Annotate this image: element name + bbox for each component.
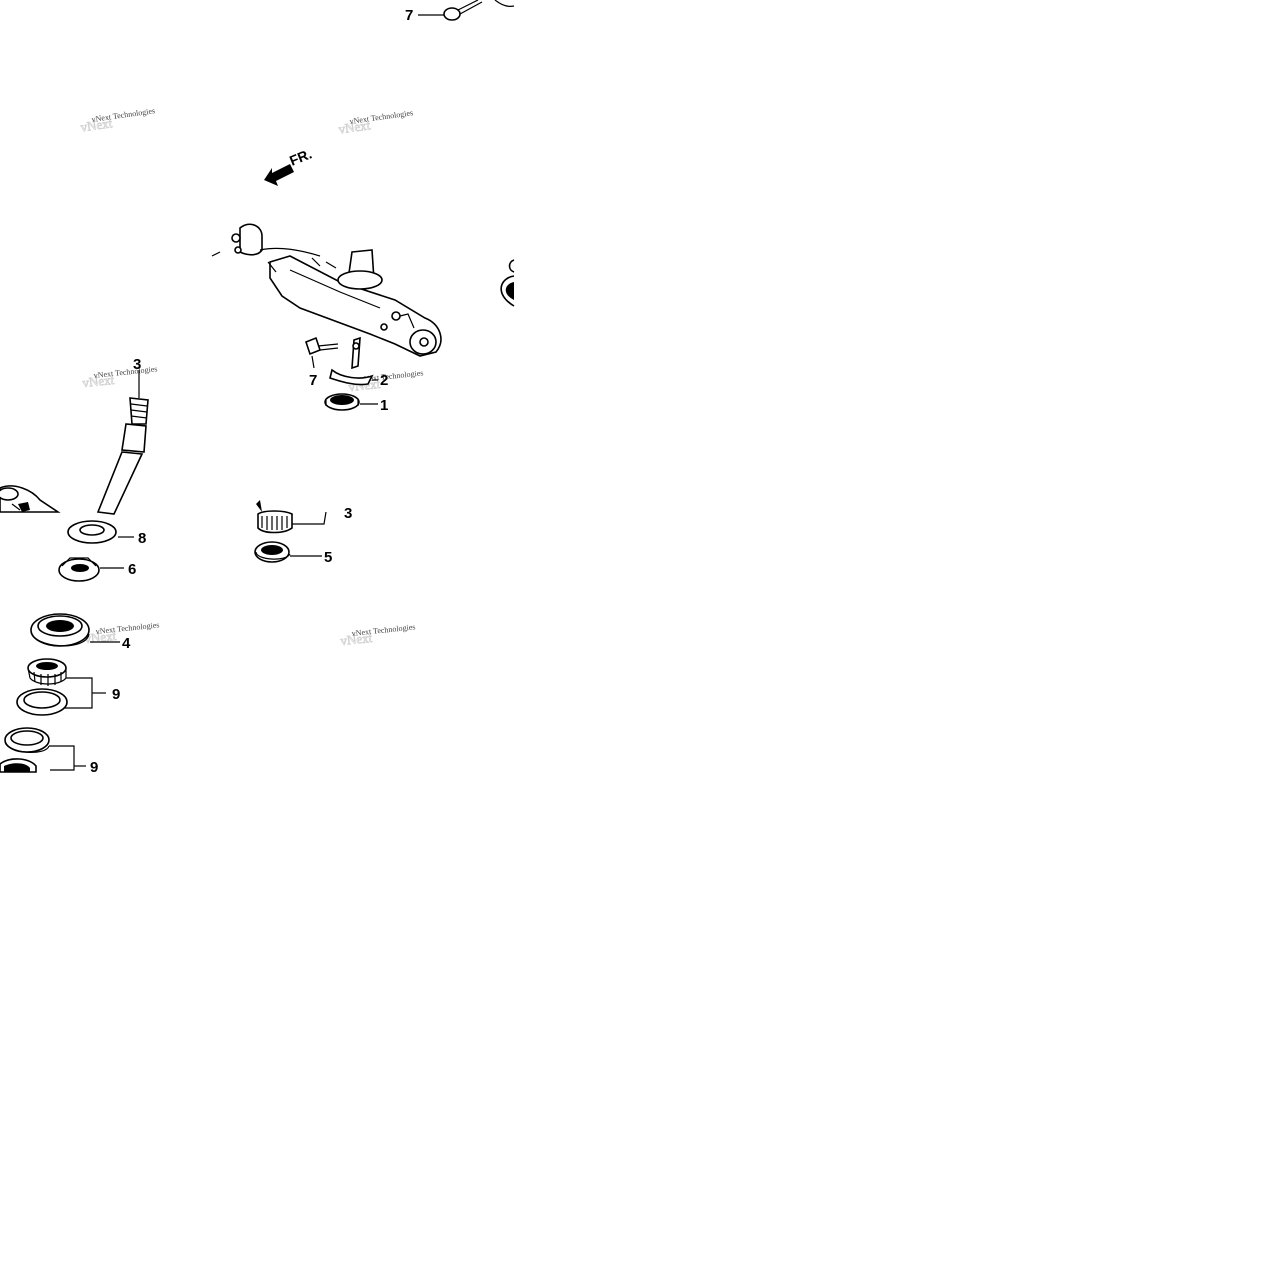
washer-part <box>67 520 134 544</box>
callout-7-middle: 7 <box>309 372 317 389</box>
callout-5: 5 <box>324 549 332 566</box>
bearing-set-lower <box>0 727 86 773</box>
svg-text:vNext Technologies: vNext Technologies <box>95 620 160 636</box>
bearing-race-middle <box>254 541 322 563</box>
front-direction-arrow <box>264 164 294 186</box>
callout-2: 2 <box>380 372 388 389</box>
svg-text:vNext: vNext <box>340 630 374 648</box>
partial-bearing-right <box>500 259 515 307</box>
callout-3: 3 <box>133 356 141 373</box>
callout-9-upper: 9 <box>112 686 120 703</box>
svg-text:vNext Technologies: vNext Technologies <box>91 106 156 124</box>
bearing-set-upper <box>16 658 106 716</box>
svg-text:vNext Technologies: vNext Technologies <box>349 108 414 126</box>
clip-part <box>329 336 378 386</box>
lower-bridge-fragment <box>0 485 61 513</box>
svg-text:vNext: vNext <box>338 117 372 136</box>
svg-text:vNext: vNext <box>82 372 116 390</box>
bearing-upper-middle <box>256 500 327 534</box>
callout-8: 8 <box>138 530 146 547</box>
svg-text:vNext: vNext <box>80 115 114 134</box>
watermark-2: vNext vNext Technologies <box>337 108 414 137</box>
lock-nut <box>58 557 124 582</box>
callout-3-cut: 3 <box>344 505 352 522</box>
steering-nut <box>324 393 378 411</box>
watermark-1: vNext vNext Technologies <box>79 106 156 135</box>
watermark-3: vNext vNext Technologies <box>81 364 158 390</box>
dust-seal <box>30 613 120 647</box>
callout-9-lower: 9 <box>90 759 98 776</box>
bolt-top <box>418 0 515 21</box>
watermark-6: vNext vNext Technologies <box>339 622 416 648</box>
svg-text:vNext Technologies: vNext Technologies <box>351 622 416 638</box>
bolt-middle <box>305 336 339 369</box>
callout-1: 1 <box>380 397 388 414</box>
callout-7-top: 7 <box>405 7 413 24</box>
callout-4: 4 <box>122 635 131 652</box>
callout-6: 6 <box>128 561 136 578</box>
front-direction-label: FR. <box>287 145 314 168</box>
steering-stem <box>96 370 149 515</box>
svg-text:vNext Technologies: vNext Technologies <box>93 364 158 380</box>
fork-bridge-upper <box>211 223 442 357</box>
